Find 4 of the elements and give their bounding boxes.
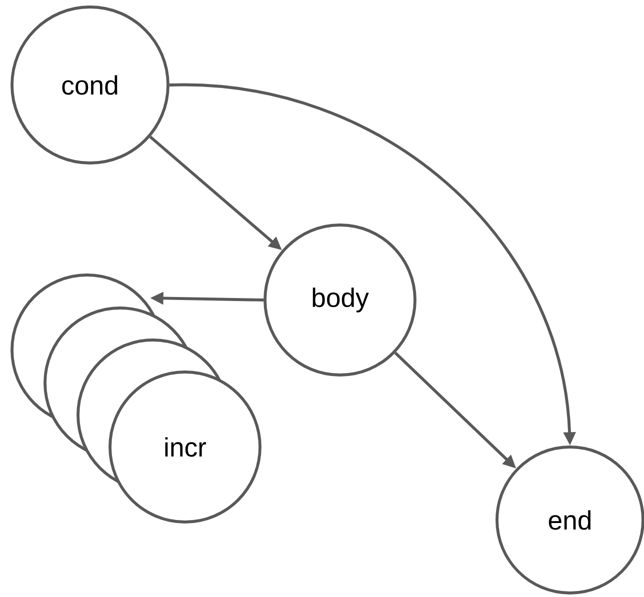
node-label: incr: [165, 437, 206, 457]
stacked-circles: incr: [10, 274, 262, 524]
circle-node: body: [264, 224, 416, 376]
circle-node: cond: [10, 6, 170, 164]
